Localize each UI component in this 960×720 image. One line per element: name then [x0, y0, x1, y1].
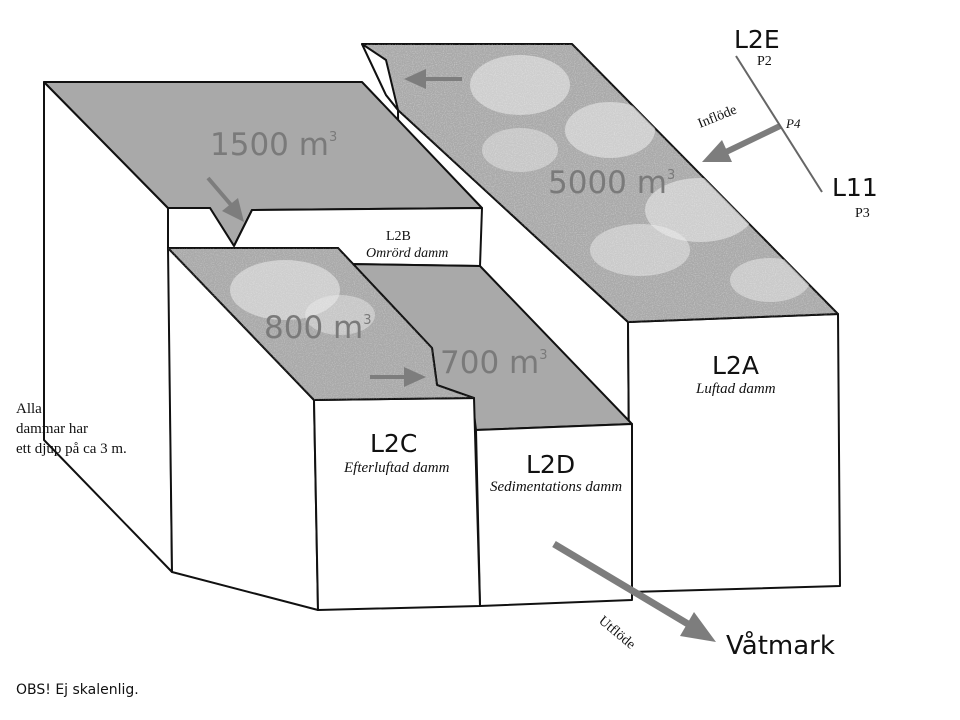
- l2d-description: Sedimentations damm: [490, 479, 622, 495]
- scale-note: OBS! Ej skalenlig.: [16, 682, 139, 698]
- point-l11-label: L11: [832, 173, 878, 202]
- pond-l2b: 1500 m3 L2B Omrörd damm: [43, 81, 483, 573]
- arrow-l2b-to-l2c: [206, 176, 244, 222]
- depth-note-line-2: dammar har: [16, 421, 88, 437]
- pond-l2c: 800 m3 L2C Efterluftad damm: [167, 247, 481, 611]
- arrow-l2c-to-l2d: [370, 367, 426, 387]
- outflow-label: Utflöde: [595, 614, 637, 653]
- l2c-volume: 800 m3: [264, 310, 372, 346]
- point-p3-label: P3: [855, 206, 870, 221]
- inflow-label: Inflöde: [696, 103, 739, 132]
- inflow-pipe: L2E P2 P4 L11 P3 Inflöde: [696, 25, 878, 221]
- arrow-outflow: [552, 540, 716, 642]
- l2a-volume: 5000 m3: [548, 165, 675, 201]
- arrow-l2a-to-l2b: [404, 69, 462, 89]
- pond-l2d: 700 m3 L2D Sedimentations damm: [337, 247, 633, 607]
- outflow-destination: Våtmark: [726, 630, 835, 661]
- l2c-description: Efterluftad damm: [343, 460, 450, 476]
- l2b-id-label: L2B: [386, 229, 411, 244]
- point-p4-label: P4: [785, 116, 801, 131]
- l2c-id-label: L2C: [370, 429, 417, 458]
- point-l2e-label: L2E: [734, 25, 780, 54]
- flow-arrows: [206, 69, 782, 642]
- l2d-volume: 700 m3: [440, 345, 548, 381]
- depth-note: Alla dammar har ett djup på ca 3 m.: [16, 401, 127, 457]
- depth-note-line-3: ett djup på ca 3 m.: [16, 441, 127, 457]
- l2a-description: Luftad damm: [695, 381, 776, 397]
- point-p2-label: P2: [757, 54, 772, 69]
- l2b-description: Omrörd damm: [366, 246, 448, 261]
- l2b-volume: 1500 m3: [210, 127, 337, 163]
- inflow-pipe-line: [735, 55, 823, 193]
- l2a-inlet-notch: [361, 43, 399, 111]
- arrow-inflow: [702, 123, 782, 162]
- l2d-id-label: L2D: [526, 450, 575, 479]
- l2a-id-label: L2A: [712, 351, 759, 380]
- depth-note-line-1: Alla: [16, 401, 42, 417]
